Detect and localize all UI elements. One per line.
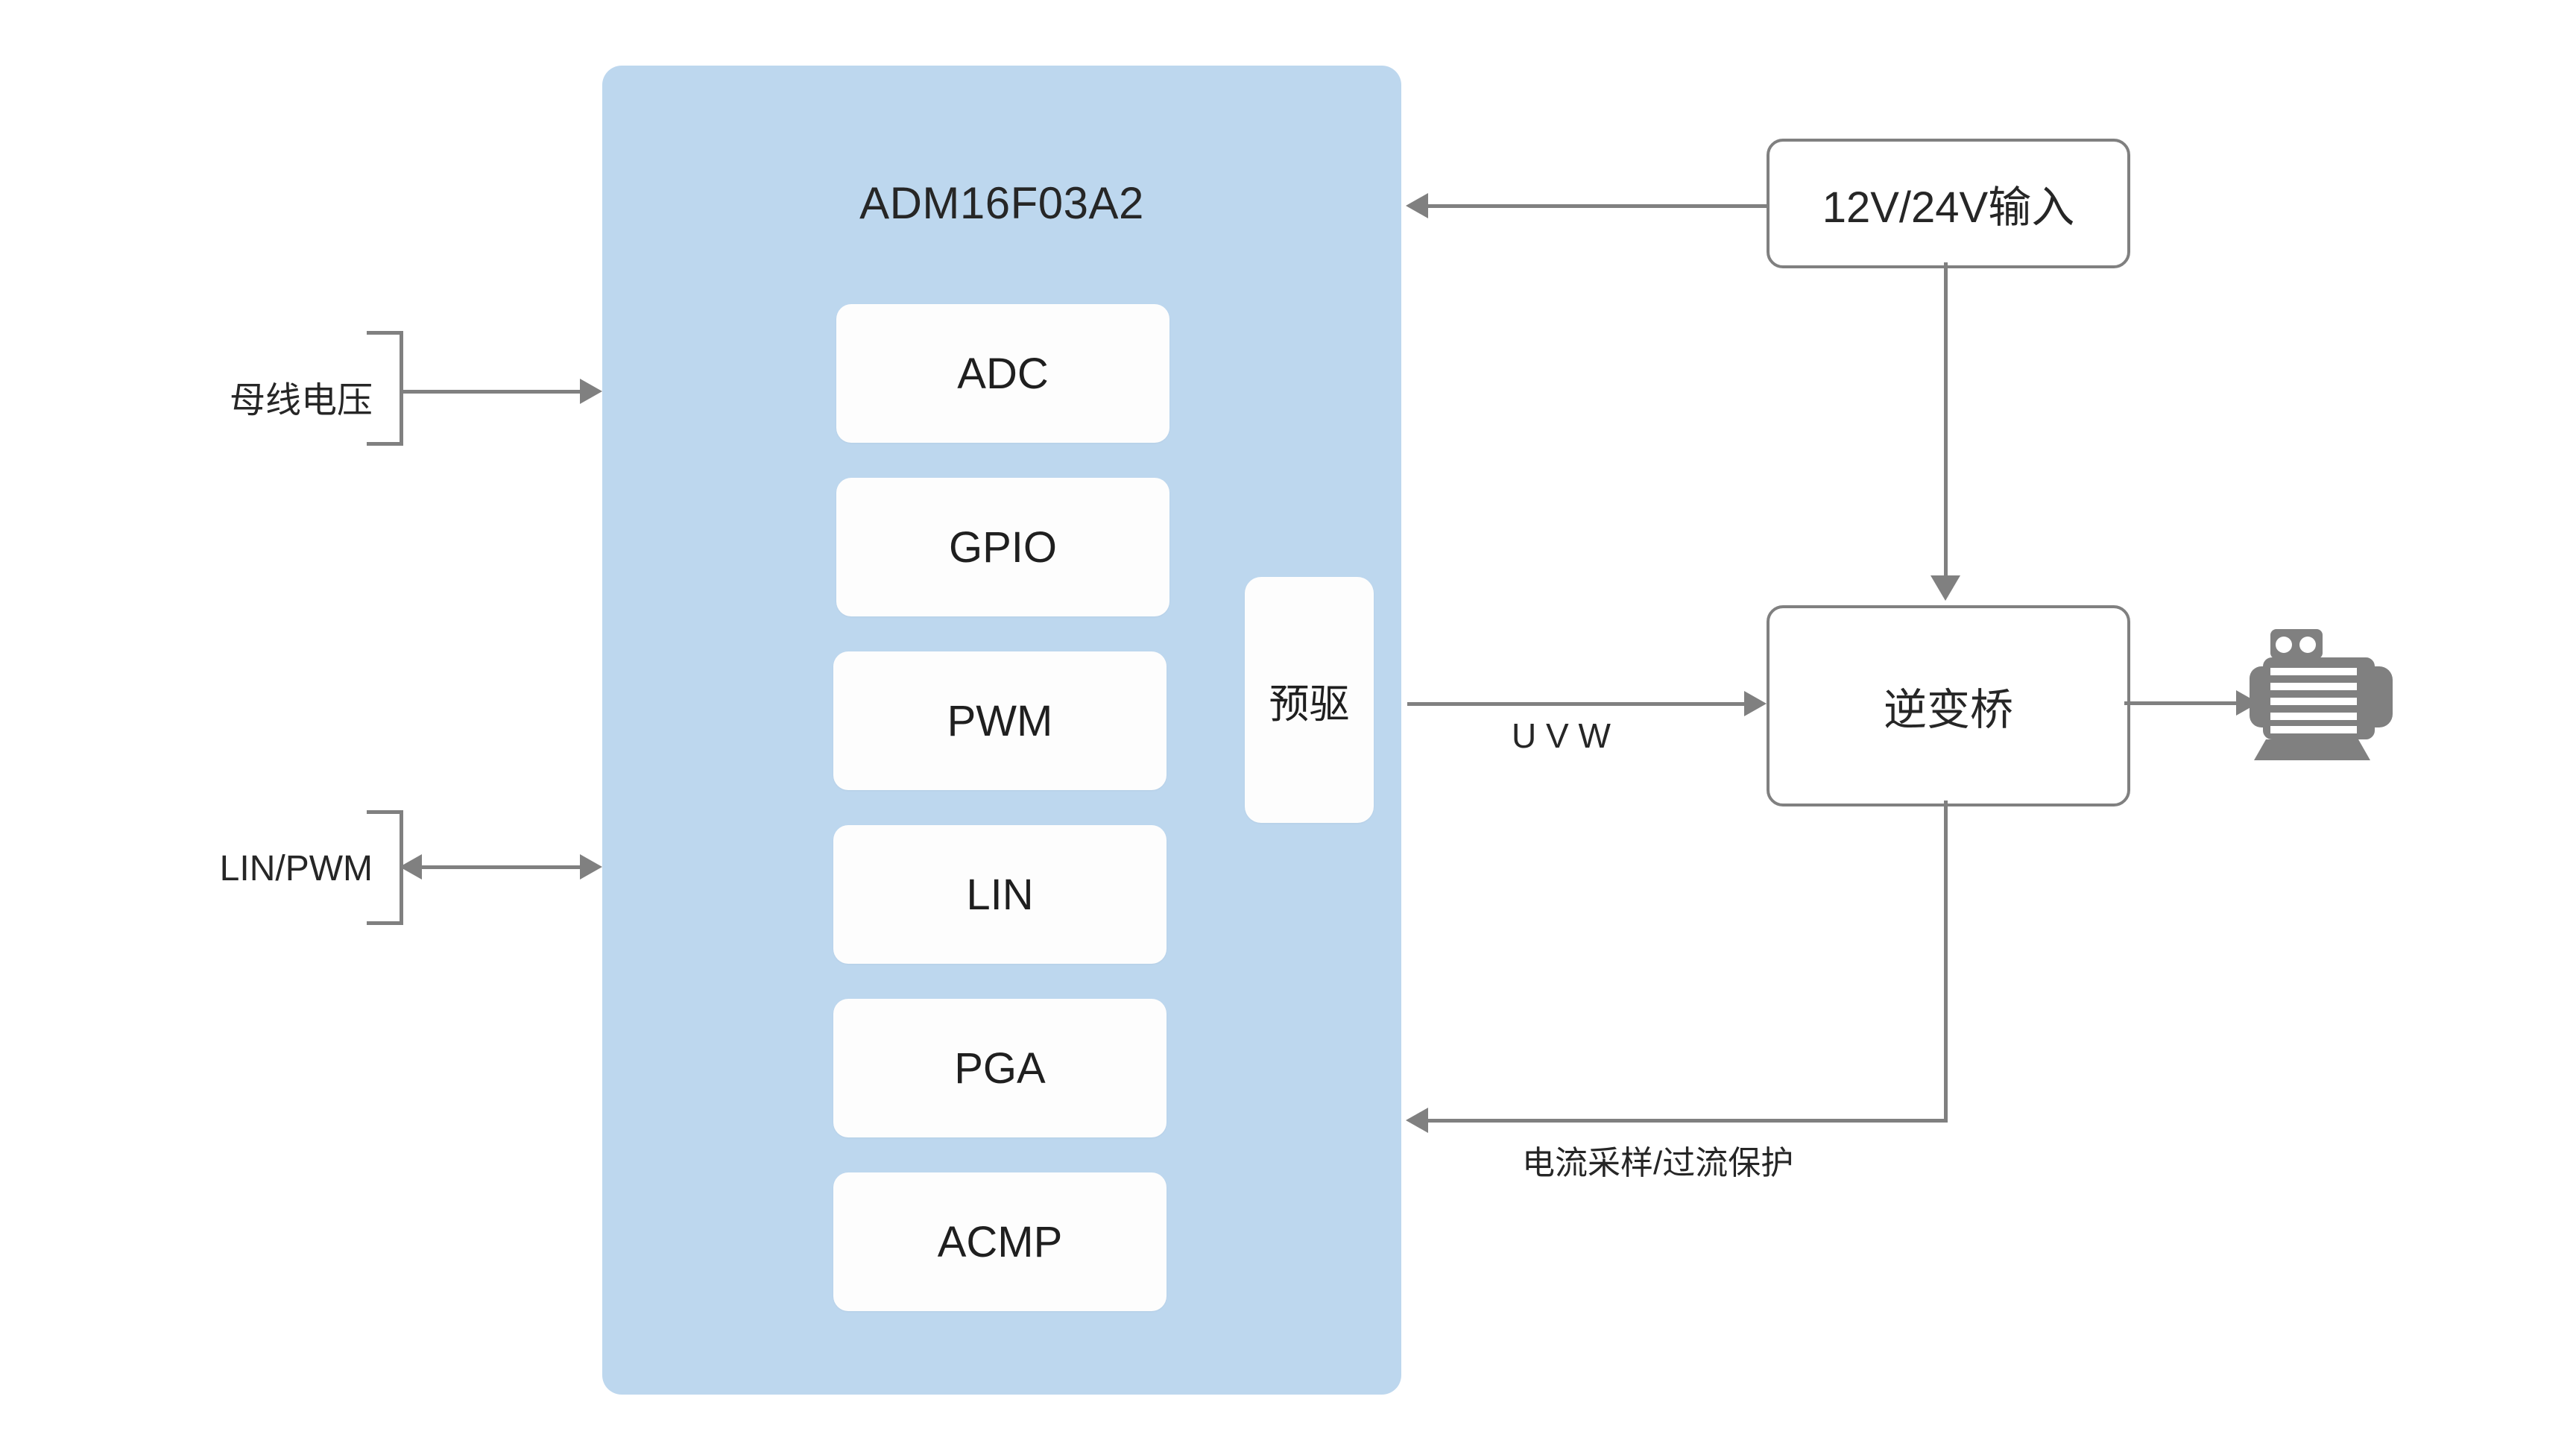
bus-voltage-arrow-icon	[580, 379, 602, 404]
bridge-to-motor-line	[2124, 701, 2257, 705]
power-to-mcu-arrow-icon	[1406, 193, 1428, 218]
lin-pwm-label: LIN/PWM	[219, 849, 373, 888]
mcu-block-pwm[interactable]: PWM	[833, 651, 1167, 790]
feedback-horizontal-line	[1428, 1119, 1948, 1123]
mcu-block-pre-driver[interactable]: 预驱	[1245, 577, 1374, 823]
power-to-bridge-line	[1944, 262, 1948, 575]
lin-pwm-arrow-left-icon	[400, 854, 422, 880]
mcu-title: ADM16F03A2	[859, 178, 1144, 228]
motor-icon	[2250, 625, 2414, 766]
mcu-block-gpio[interactable]: GPIO	[836, 478, 1169, 616]
bus-voltage-bracket	[367, 331, 403, 446]
mcu-block-lin[interactable]: LIN	[833, 825, 1167, 964]
uvw-arrow-icon	[1744, 691, 1767, 716]
power-to-bridge-arrow-icon	[1931, 575, 1960, 601]
bus-voltage-label: 母线电压	[229, 381, 373, 420]
bus-voltage-line	[400, 390, 580, 394]
lin-pwm-arrow-right-icon	[580, 854, 602, 880]
mcu-block-acmp[interactable]: ACMP	[833, 1172, 1167, 1311]
power-input-box[interactable]: 12V/24V输入	[1767, 139, 2130, 268]
inverter-bridge-box[interactable]: 逆变桥	[1767, 605, 2130, 806]
motor-icon-svg	[2250, 629, 2393, 760]
uvw-label: U V W	[1512, 716, 1611, 755]
mcu-block-adc[interactable]: ADC	[836, 304, 1169, 443]
uvw-line	[1407, 702, 1744, 706]
feedback-vertical-line	[1944, 801, 1948, 1121]
power-to-mcu-line	[1428, 204, 1767, 208]
mcu-block-pga[interactable]: PGA	[833, 999, 1167, 1137]
feedback-arrow-icon	[1406, 1108, 1428, 1133]
feedback-label: 电流采样/过流保护	[1522, 1145, 1794, 1181]
lin-pwm-line	[422, 865, 580, 869]
lin-pwm-bracket	[367, 810, 403, 925]
